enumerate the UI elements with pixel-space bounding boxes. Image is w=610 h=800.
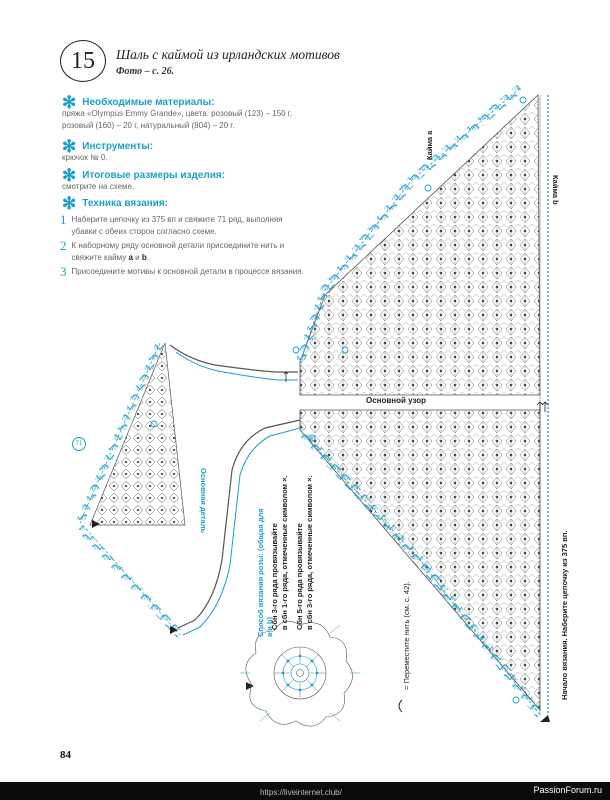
main-part-triangle [76,341,186,638]
label-main-pattern: Основной узор [366,396,427,405]
label-border-a: Кайма a [425,130,434,160]
photo-reference: Фото – с. 26. [116,66,175,77]
pattern-title: Шаль с каймой из ирландских мотивов [116,47,340,62]
outline-top [169,344,298,373]
sizes-text: смотрите на схеме. [62,182,135,191]
page-number: 84 [60,749,71,761]
direction-arrow-bottom [540,715,550,722]
footer-url[interactable]: https://liveinternet.club/ [260,788,342,797]
motif-note-1a: Сбн 3-го ряда провязывайте [270,523,279,630]
tools-text: крючок № 0. [62,153,108,162]
label-main-part: Основная деталь [199,468,208,533]
arrow-marker-left [92,520,100,528]
pattern-number: 15 [71,47,95,74]
tools-section: ✻ Инструменты: крючок № 0. [62,136,297,164]
direction-arrows [283,371,549,412]
asterisk-icon: ✻ [62,92,77,112]
rose-motif [240,620,360,727]
asterisk-icon: ✻ [62,165,77,185]
move-yarn-symbol [398,699,403,713]
tools-title: Инструменты: [82,141,154,152]
step-number: 3 [60,264,67,279]
sizes-title: Итоговые размеры изделия: [82,170,226,181]
step-number: 1 [60,212,67,227]
motif-note-1b: в сбн 1-го ряда, отмеченные символом ×. [280,475,289,630]
step-text: К наборному ряду основной детали присоед… [71,241,285,262]
asterisk-icon: ✻ [62,136,77,156]
asterisk-icon: ✻ [62,193,77,213]
arrow-marker-motif [246,682,254,690]
step-2: 2 К наборному ряду основной детали присо… [60,238,305,264]
step-1: 1 Наберите цепочку из 375 вп и свяжите 7… [60,212,305,238]
motif-note-2a: Сбн 5-го ряда провязывайте [295,523,304,630]
step-text: Присоедините мотивы к основной детали в … [71,267,304,276]
row-71-marker: 71 [72,437,86,451]
step-3: 3 Присоедините мотивы к основной детали … [60,264,305,279]
pattern-number-badge: 15 [60,40,106,82]
step-text: Наберите цепочку из 375 вп и свяжите 71 … [71,215,283,236]
technique-section: ✻ Техника вязания: [62,193,168,213]
label-move-yarn: = Переместите нить (см. с. 42). [402,581,411,690]
materials-title: Необходимые материалы: [82,97,215,108]
sizes-section: ✻ Итоговые размеры изделия: смотрите на с… [62,165,297,193]
materials-text: пряжа «Olympus Emmy Grande», цвета: розо… [62,109,292,130]
label-start: Начало вязания. Наберите цепочку из 375 … [560,530,569,700]
motif-note-2b: в сбн 3-го ряда, отмеченные символом ×. [305,475,314,630]
footer-brand: PassionForum.ru [533,785,602,795]
materials-section: ✻ Необходимые материалы: пряжа «Olympus E… [62,92,297,132]
footer-bar [0,782,610,800]
arrow-marker-end [170,626,178,634]
outline-left [177,419,301,629]
main-body-upper [299,94,541,396]
label-border-b: Кайма b [551,175,560,205]
technique-title: Техника вязания: [82,198,168,209]
step-number: 2 [60,238,67,253]
